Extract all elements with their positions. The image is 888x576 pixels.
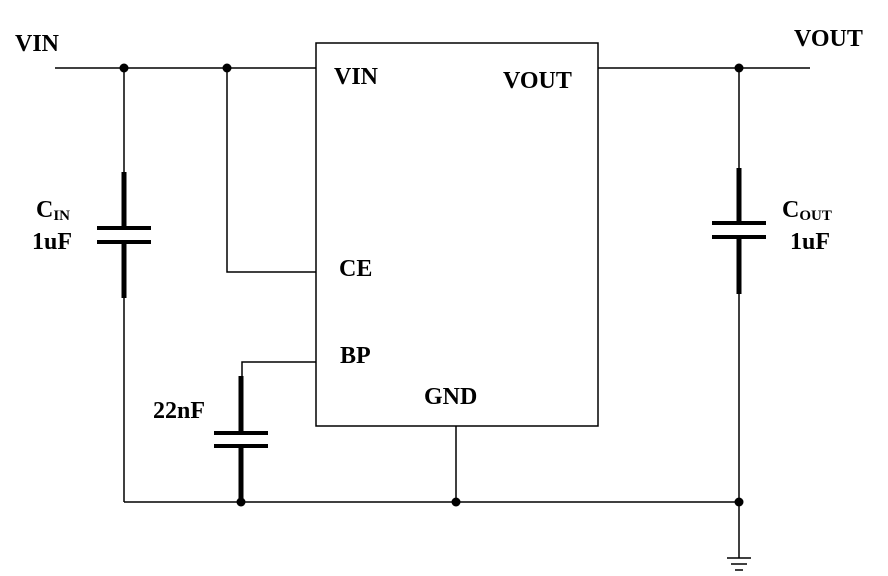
ground-icon — [727, 557, 751, 571]
cout-designator: COUT — [782, 197, 832, 224]
wires — [55, 67, 810, 558]
bp-capacitor — [214, 376, 268, 500]
junction-dot — [451, 497, 461, 507]
junction-dot — [734, 63, 744, 73]
cout-subscript: OUT — [799, 208, 832, 224]
cout-value: 1uF — [790, 229, 830, 255]
cbp-value: 22nF — [153, 398, 205, 424]
ic-pin-vin-label: VIN — [334, 64, 379, 90]
junction-dot — [119, 63, 129, 73]
cin-designator: CIN — [36, 197, 70, 224]
vin-net-label: VIN — [15, 31, 60, 57]
ic-pin-ce-label: CE — [339, 256, 372, 282]
junctions — [119, 63, 744, 507]
ic-body — [315, 42, 599, 427]
cout-prefix: C — [782, 197, 799, 223]
junction-dot — [222, 63, 232, 73]
cin-subscript: IN — [53, 208, 70, 224]
ic-pin-gnd-label: GND — [424, 384, 477, 410]
junction-dot — [734, 497, 744, 507]
cin-value: 1uF — [32, 229, 72, 255]
cin-capacitor — [97, 172, 151, 298]
cout-capacitor — [712, 168, 766, 294]
cin-prefix: C — [36, 197, 53, 223]
ic-pin-bp-label: BP — [340, 343, 371, 369]
vout-net-label: VOUT — [794, 26, 863, 52]
bp-wire — [241, 361, 316, 376]
ic-pin-vout-label: VOUT — [503, 68, 572, 94]
ce-wire — [226, 68, 316, 273]
